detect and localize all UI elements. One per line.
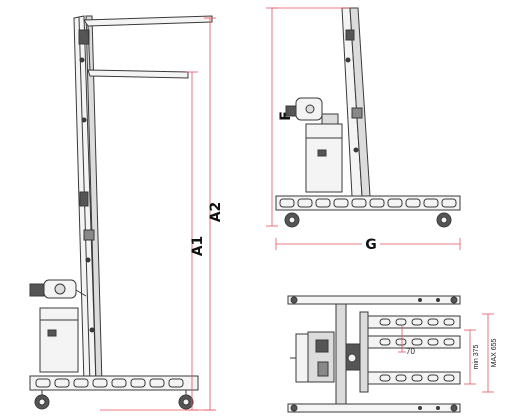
label-g: G [365, 237, 377, 253]
wheel-left-lowered [284, 212, 300, 228]
label-g-bg [362, 236, 380, 252]
battery-box-lowered [305, 123, 343, 193]
label-min-375: min 375 [473, 344, 480, 369]
label-70: 70 [406, 347, 415, 356]
plan-fork-lower [365, 371, 461, 385]
top-fork [83, 15, 213, 79]
wheel-left [34, 390, 50, 410]
base-chassis-lowered [275, 195, 461, 211]
plan-view [287, 295, 461, 413]
plan-fork-middle [365, 335, 461, 349]
plan-cross-member [335, 303, 347, 405]
dimension-f [266, 7, 350, 227]
label-a1: A1 [190, 236, 206, 257]
side-view-extended [29, 15, 213, 410]
dimension-a2 [204, 17, 216, 411]
handle-lowered [285, 97, 339, 125]
plan-dimension-70 [398, 326, 406, 353]
dimension-a1 [100, 71, 214, 411]
label-max-655: MAX 655 [491, 338, 498, 367]
plan-carriage [359, 311, 369, 393]
mast-lowered [341, 7, 371, 197]
handle [29, 279, 87, 299]
wheel-right-lowered [436, 212, 452, 228]
battery-box [39, 307, 79, 373]
base-chassis [29, 375, 199, 391]
plan-leg-bottom [287, 403, 461, 413]
plan-motor [290, 331, 361, 383]
label-a2: A2 [208, 202, 224, 223]
plan-fork-upper [365, 315, 461, 329]
plan-dimension-min-375 [464, 329, 476, 385]
side-view-lowered [275, 7, 461, 228]
plan-dimension-max-655 [482, 313, 494, 393]
label-f: F [278, 111, 294, 121]
wheel-right [178, 390, 194, 410]
plan-leg-top [287, 295, 461, 305]
